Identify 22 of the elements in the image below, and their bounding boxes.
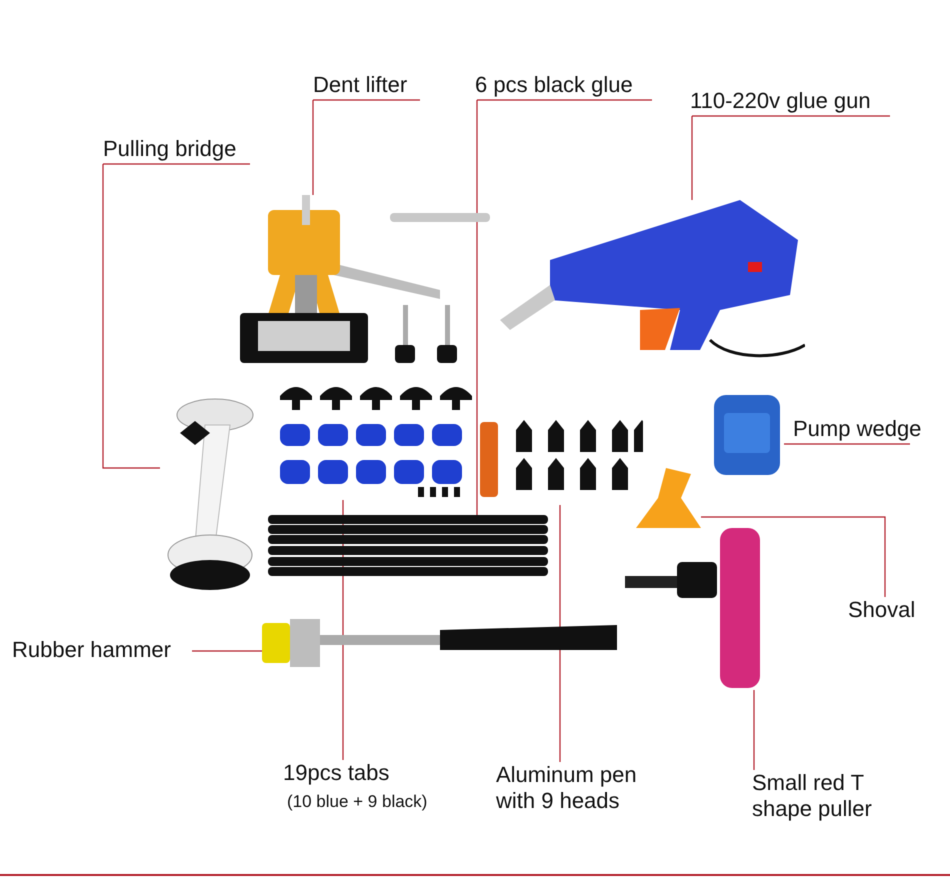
glue-sticks-drawing bbox=[268, 515, 548, 577]
scraper-drawing bbox=[636, 468, 701, 530]
callout-label: 110-220v glue gun bbox=[690, 88, 910, 114]
leader-line bbox=[102, 163, 251, 469]
callout-label: 19pcs tabs bbox=[283, 760, 390, 786]
callout-label: Small red T shape puller bbox=[752, 770, 902, 822]
leader-line bbox=[559, 504, 561, 762]
callout-label: Aluminum pen with 9 heads bbox=[496, 762, 666, 814]
callout-label: Pulling bridge bbox=[103, 136, 263, 162]
callout-label: 6 pcs black glue bbox=[475, 72, 665, 98]
callout-label: Rubber hammer bbox=[12, 637, 192, 663]
callout-label: Shoval bbox=[848, 597, 933, 623]
leader-line bbox=[312, 99, 421, 196]
leader-line bbox=[783, 443, 910, 445]
callout-note: (10 blue + 9 black) bbox=[287, 792, 428, 812]
leader-line bbox=[701, 516, 886, 597]
leader-line bbox=[192, 650, 263, 652]
callout-label: Pump wedge bbox=[793, 416, 943, 442]
leader-line bbox=[753, 689, 755, 770]
callout-label: Dent lifter bbox=[313, 72, 443, 98]
leader-line bbox=[691, 115, 891, 201]
leader-line bbox=[476, 99, 653, 516]
